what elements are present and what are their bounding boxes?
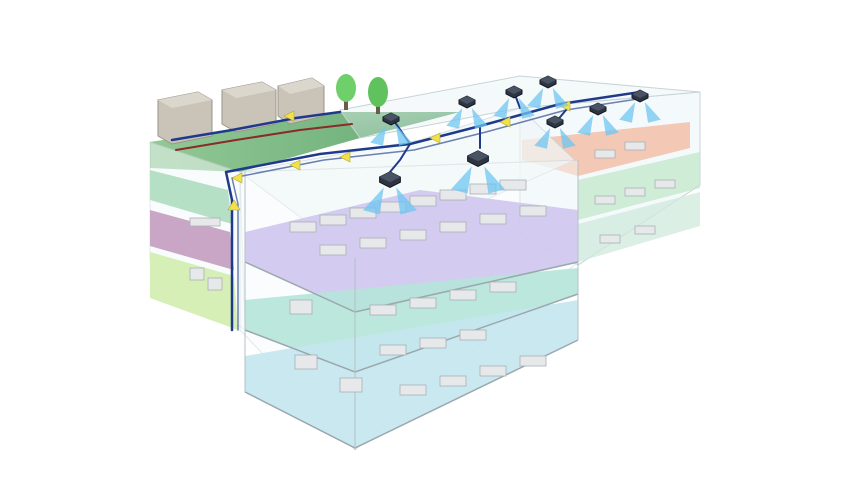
ceiling-unit (450, 150, 506, 194)
ceiling-unit (362, 171, 418, 215)
flow-arrows (227, 100, 571, 211)
outdoor-units (157, 77, 325, 145)
cassette-top (459, 96, 475, 104)
outdoor-unit-1 (157, 91, 213, 145)
cassette-top (540, 76, 556, 84)
ceiling-unit (370, 112, 412, 146)
outdoor-unit-2 (221, 81, 277, 133)
cassette-top (590, 103, 606, 111)
cassette-top (506, 86, 522, 94)
front-wing (239, 159, 579, 451)
airflow-plume (552, 88, 569, 109)
front-floor-1 (245, 300, 578, 448)
ceiling-unit (493, 85, 535, 119)
left-floor-2 (150, 210, 234, 270)
ceiling-unit (534, 115, 576, 149)
ceiling-unit (446, 95, 488, 129)
airflow-plume (471, 108, 488, 129)
airflow-plume (602, 115, 619, 136)
ceiling-unit (527, 75, 569, 109)
airflow-plume (559, 128, 576, 149)
airflow-plume (644, 102, 661, 123)
outdoor-unit-3 (277, 77, 325, 125)
airflow-plume (396, 187, 418, 215)
airflow-plume (619, 102, 636, 123)
airflow-plume (493, 98, 510, 119)
cassette-top (383, 113, 399, 121)
left-floor-3 (150, 170, 232, 224)
airflow-plume (518, 98, 535, 119)
tree-1 (336, 74, 356, 110)
airflow-plume (527, 88, 544, 109)
airflow-plume (577, 115, 594, 136)
airflow-plume (450, 166, 472, 194)
airflow-plume (395, 125, 412, 146)
airflow-plume (446, 108, 463, 129)
cassette-top (379, 171, 401, 183)
airflow-plume (534, 128, 551, 149)
office-furniture (189, 141, 676, 396)
trees (336, 74, 388, 114)
airflow-plume (484, 166, 506, 194)
ceiling-units (362, 75, 661, 215)
cassette-top (547, 116, 563, 124)
cassette-top (467, 150, 489, 162)
ceiling-unit (577, 102, 619, 136)
ceiling-unit (619, 89, 661, 123)
tree-2 (368, 77, 388, 114)
cassette-top (632, 90, 648, 98)
left-floor-1 (150, 252, 238, 330)
airflow-plume (370, 125, 387, 146)
airflow-plume (362, 187, 384, 215)
